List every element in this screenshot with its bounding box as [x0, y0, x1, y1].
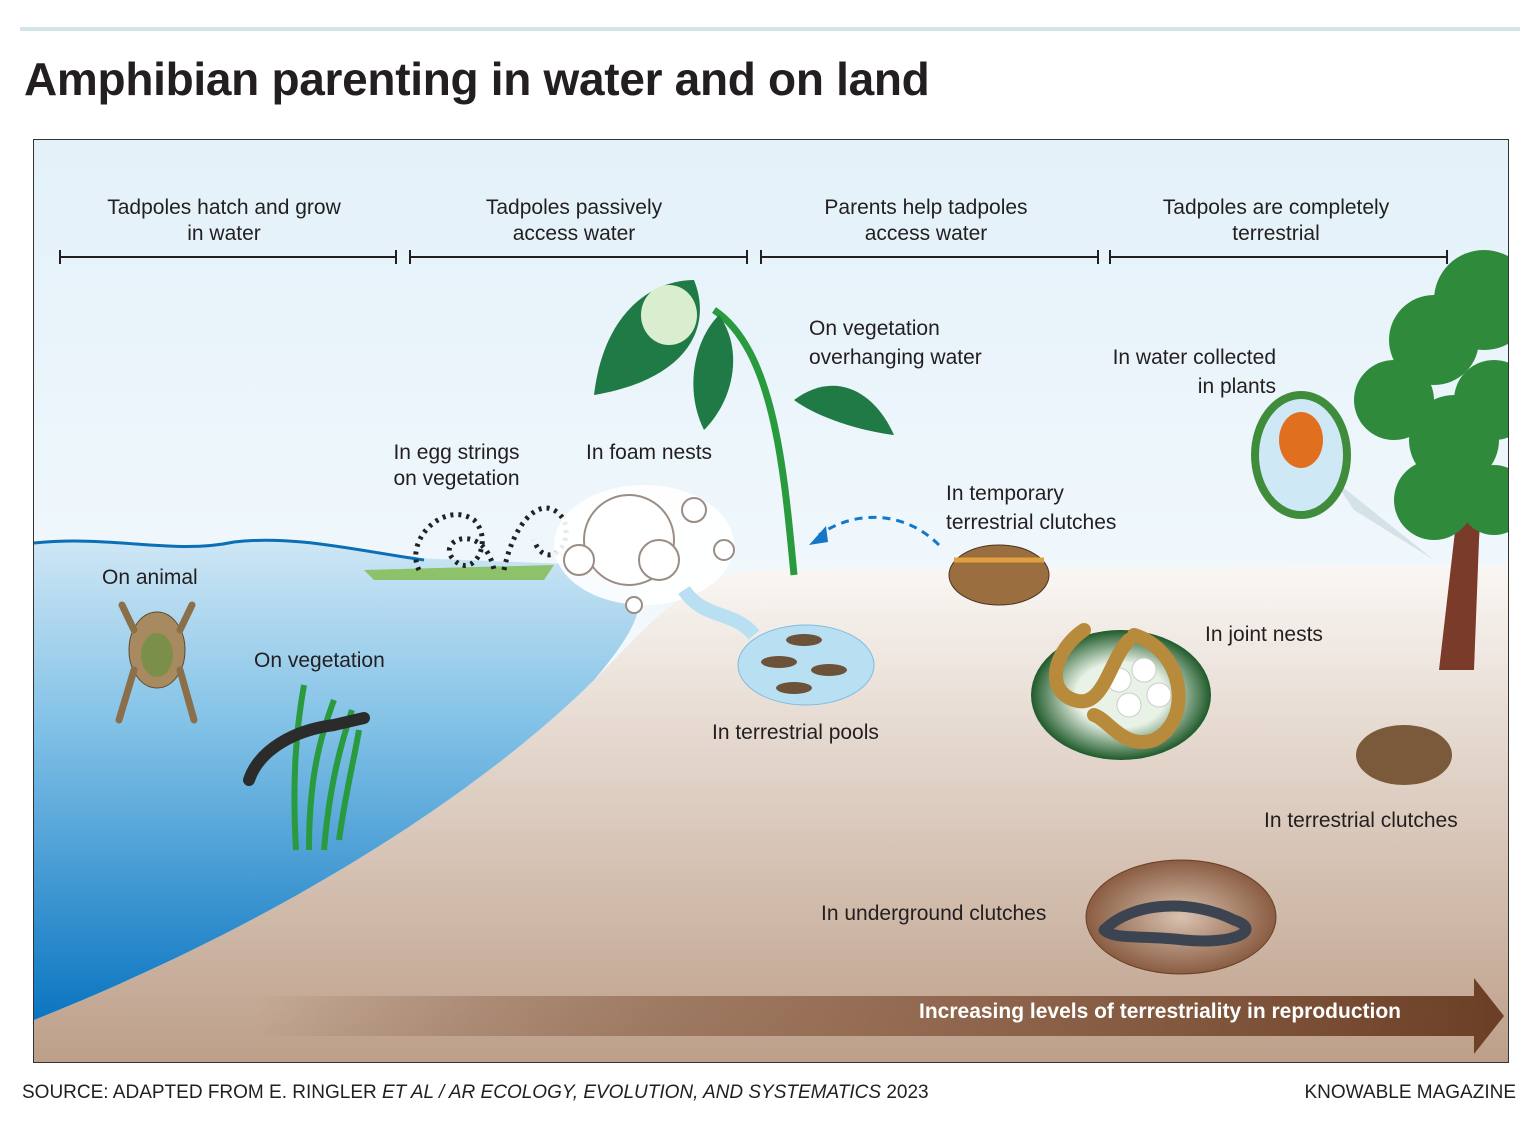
- underground-burrow-icon: [1085, 859, 1277, 975]
- leaf-icon: [693, 315, 734, 430]
- salamander-icon: [243, 712, 370, 786]
- foam-nest-icon: [554, 485, 735, 614]
- diagram-illustration: [34, 140, 1508, 1062]
- frog-eggs-icon: [641, 285, 697, 345]
- plant-stem: [712, 307, 798, 576]
- poison-frog-icon: [1279, 412, 1323, 468]
- water-channel: [678, 585, 760, 640]
- tadpoles-icon: [761, 634, 847, 694]
- stage-bars: [59, 250, 1448, 264]
- terrestrial-pool-icon: [737, 624, 875, 706]
- salamander-icon: [1049, 623, 1136, 709]
- caecilian-icon: [1098, 900, 1252, 947]
- label-terrestrial-pools: In terrestrial pools: [712, 721, 879, 744]
- frog-icon: [948, 544, 1050, 606]
- callout-wedge: [1334, 480, 1434, 560]
- frog-icon: [1356, 725, 1452, 785]
- water-surface-line: [34, 538, 425, 562]
- page-title: Amphibian parenting in water and on land: [24, 53, 930, 105]
- dashed-arrow: [818, 515, 941, 547]
- leaf-icon: [794, 385, 894, 435]
- label-underground: In underground clutches: [821, 902, 1047, 925]
- label-foam-nests: In foam nests: [586, 441, 713, 464]
- label-terrestrial-clutches: In terrestrial clutches: [1264, 809, 1458, 832]
- frog-carrying-eggs-icon: [115, 601, 198, 724]
- tree-canopy-icon: [1354, 250, 1508, 540]
- terrestriality-arrow: [254, 978, 1504, 1054]
- aquatic-plant-icon: [291, 684, 362, 851]
- salamander-icon: [1087, 628, 1186, 749]
- egg-strings-icon: [413, 505, 569, 572]
- label-joint-nests: In joint nests: [1205, 623, 1323, 646]
- label-on-vegetation: On vegetation: [254, 649, 385, 672]
- publisher-credit: KNOWABLE MAGAZINE: [1304, 1082, 1517, 1103]
- label-on-animal: On animal: [102, 566, 198, 589]
- top-rule: [20, 27, 1520, 31]
- source-credit: SOURCE: ADAPTED FROM E. RINGLER ET AL / …: [22, 1082, 929, 1103]
- arrow-label: Increasing levels of terrestriality in r…: [919, 1000, 1401, 1023]
